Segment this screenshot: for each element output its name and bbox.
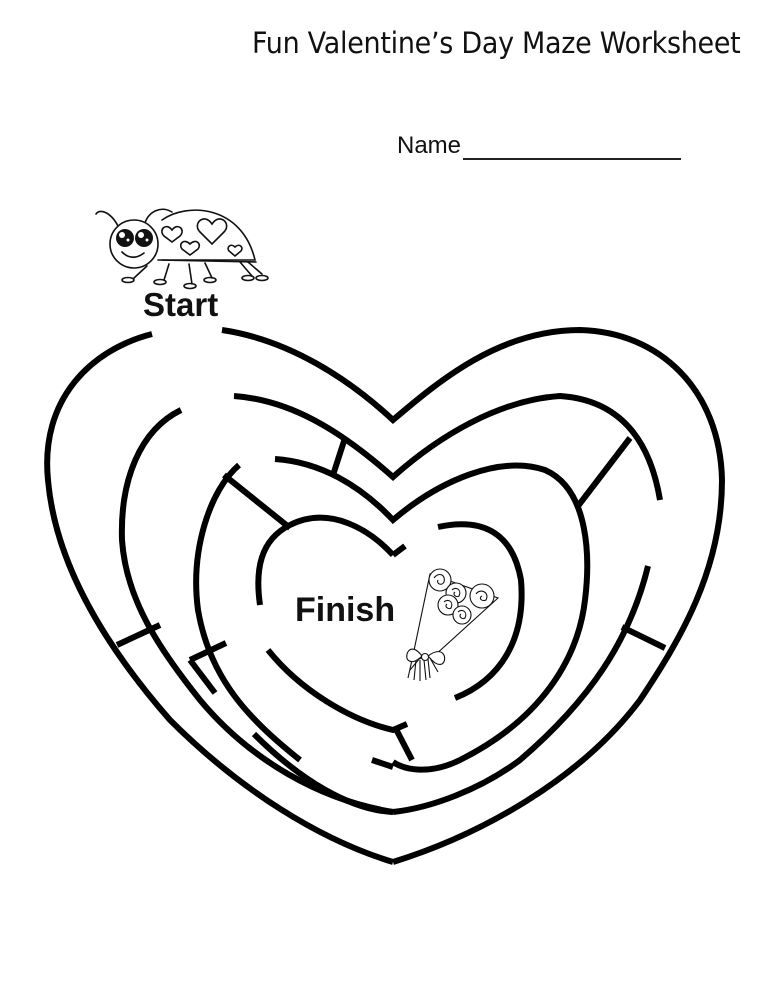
finish-label: Finish xyxy=(295,591,396,629)
rose-bouquet-icon xyxy=(406,568,500,681)
maze-wall-outer-right xyxy=(221,326,726,865)
maze-wall-ring3-upper xyxy=(274,456,591,773)
maze-wall-inner-right xyxy=(437,521,525,701)
name-input-line[interactable] xyxy=(463,136,682,160)
maze-wall-ring3-left xyxy=(193,462,302,763)
maze-cross-wall-4 xyxy=(115,622,162,648)
ladybug-with-hearts-icon xyxy=(95,208,269,290)
maze-wall-ring2-upper xyxy=(233,392,663,501)
maze-cross-wall-5 xyxy=(188,640,228,663)
maze-cross-wall-8 xyxy=(394,729,415,762)
maze-cross-wall-1 xyxy=(330,437,348,476)
maze-wall-outer-left xyxy=(44,331,394,865)
maze-wall-ring2-left xyxy=(118,407,394,815)
start-label: Start xyxy=(143,286,219,323)
maze-wall-inner-bottom-left xyxy=(265,648,409,734)
worksheet-title: Fun Valentine’s Day Maze Worksheet xyxy=(252,26,741,60)
maze-wall-ring2-lower-left xyxy=(251,731,394,815)
maze-cross-wall-3 xyxy=(575,436,633,508)
maze-wall-ring2-lower-right xyxy=(392,565,651,815)
maze-cross-wall-7 xyxy=(620,624,667,651)
maze-wall-inner-notch xyxy=(391,543,407,558)
name-field-row: Name xyxy=(397,132,682,160)
maze-cross-wall-6 xyxy=(187,658,218,695)
maze-wall-ring3-lower xyxy=(371,757,394,770)
name-label: Name xyxy=(397,132,462,159)
maze-cross-wall-2 xyxy=(222,472,292,531)
